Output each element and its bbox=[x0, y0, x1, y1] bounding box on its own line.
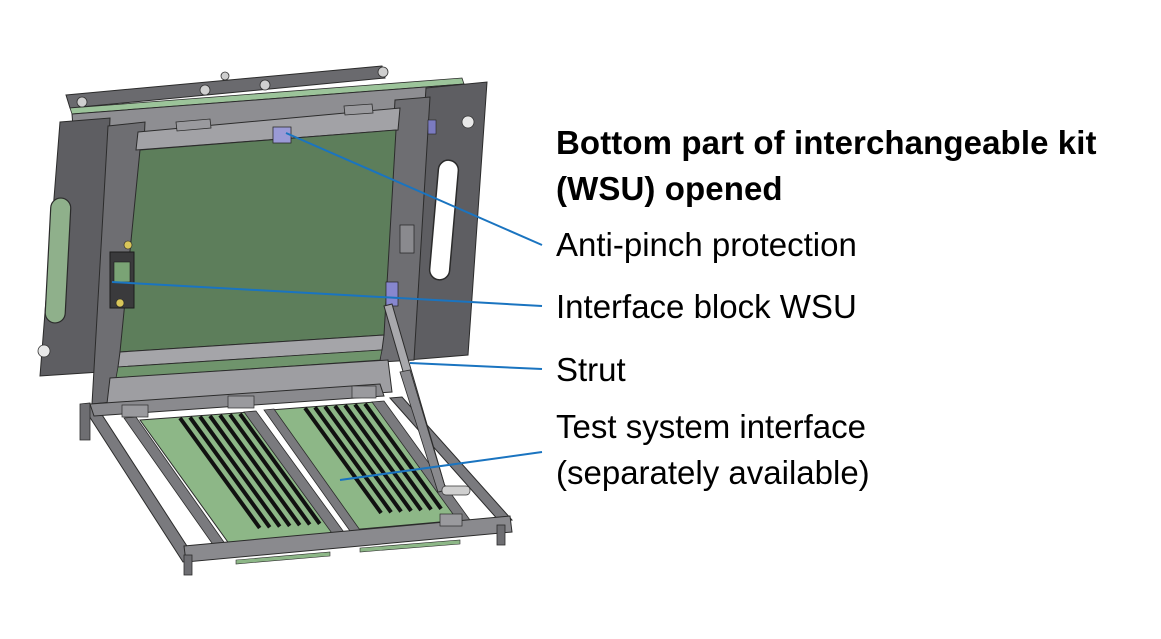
callout-anti-pinch: Anti-pinch protection bbox=[556, 222, 857, 268]
pcb-pin-row bbox=[218, 414, 302, 527]
knurled-knob bbox=[37, 344, 51, 358]
lid-roller bbox=[259, 79, 271, 91]
pcb-pin-row bbox=[228, 413, 312, 526]
callout-interface-block: Interface block WSU bbox=[556, 284, 857, 330]
lid-roller bbox=[220, 71, 230, 81]
pcb-pin-row bbox=[323, 405, 403, 513]
pcb-pin-row bbox=[333, 404, 413, 513]
right-connector bbox=[399, 224, 415, 254]
interface-block-part bbox=[109, 240, 135, 309]
strut-pin bbox=[441, 485, 471, 496]
lid-assembly bbox=[37, 65, 488, 413]
strut-mount bbox=[385, 281, 399, 307]
pin-row-group bbox=[178, 402, 443, 530]
callout-test-system: Test system interface (separately availa… bbox=[556, 404, 870, 496]
clamp-bracket bbox=[351, 385, 377, 399]
pcb-pin-row bbox=[303, 406, 383, 515]
leader-anti-pinch bbox=[285, 132, 543, 246]
callout-text: Test system interface bbox=[556, 408, 866, 445]
base-front-green-edge bbox=[235, 551, 331, 565]
base-front-leg bbox=[183, 554, 193, 576]
lid-lower-green-strip bbox=[115, 349, 383, 379]
leader-interface-block bbox=[111, 281, 543, 307]
pcb-pin-row bbox=[208, 414, 292, 528]
pcb-pin-row bbox=[313, 406, 393, 514]
callout-text: Anti-pinch protection bbox=[556, 226, 857, 263]
top-bracket bbox=[175, 118, 212, 132]
base-left-leg bbox=[79, 402, 91, 441]
pcb-pin-row bbox=[343, 404, 423, 512]
left-handle-slot bbox=[44, 197, 72, 324]
pcb-pin-row bbox=[188, 416, 272, 529]
title-line-1: Bottom part of interchangeable kit bbox=[556, 124, 1097, 161]
clamp-bracket bbox=[439, 513, 463, 527]
right-latch bbox=[427, 119, 437, 135]
callout-text: (separately available) bbox=[556, 454, 870, 491]
right-handle-slot bbox=[428, 159, 460, 281]
lid-rear-bar bbox=[65, 65, 386, 109]
lid-roller bbox=[199, 84, 211, 96]
base-front-leg bbox=[496, 524, 506, 546]
lid-roller bbox=[377, 66, 389, 78]
base-tray bbox=[79, 303, 513, 576]
pcb-pin-row bbox=[353, 403, 433, 511]
clamp-bracket bbox=[227, 395, 255, 409]
title-line-2: (WSU) opened bbox=[556, 170, 783, 207]
lid-inner-top-lip bbox=[135, 107, 401, 151]
leader-test-system bbox=[339, 451, 543, 481]
callout-text: Strut bbox=[556, 351, 626, 388]
top-bracket bbox=[343, 103, 374, 116]
clamp-bracket bbox=[121, 404, 149, 418]
callout-text: Interface block WSU bbox=[556, 288, 857, 325]
pcb-pin-row bbox=[178, 416, 262, 530]
lid-roller bbox=[76, 96, 88, 108]
base-front-green-edge bbox=[359, 539, 461, 553]
knurled-knob bbox=[461, 115, 475, 129]
pcb-pin-row bbox=[198, 415, 282, 528]
pcb-pin-row bbox=[238, 412, 322, 525]
leader-lines bbox=[111, 132, 543, 481]
diagram-title: Bottom part of interchangeable kit (WSU)… bbox=[556, 120, 1097, 212]
pcb-pin-row bbox=[363, 402, 443, 510]
leader-strut bbox=[409, 362, 543, 370]
callout-strut: Strut bbox=[556, 347, 626, 393]
